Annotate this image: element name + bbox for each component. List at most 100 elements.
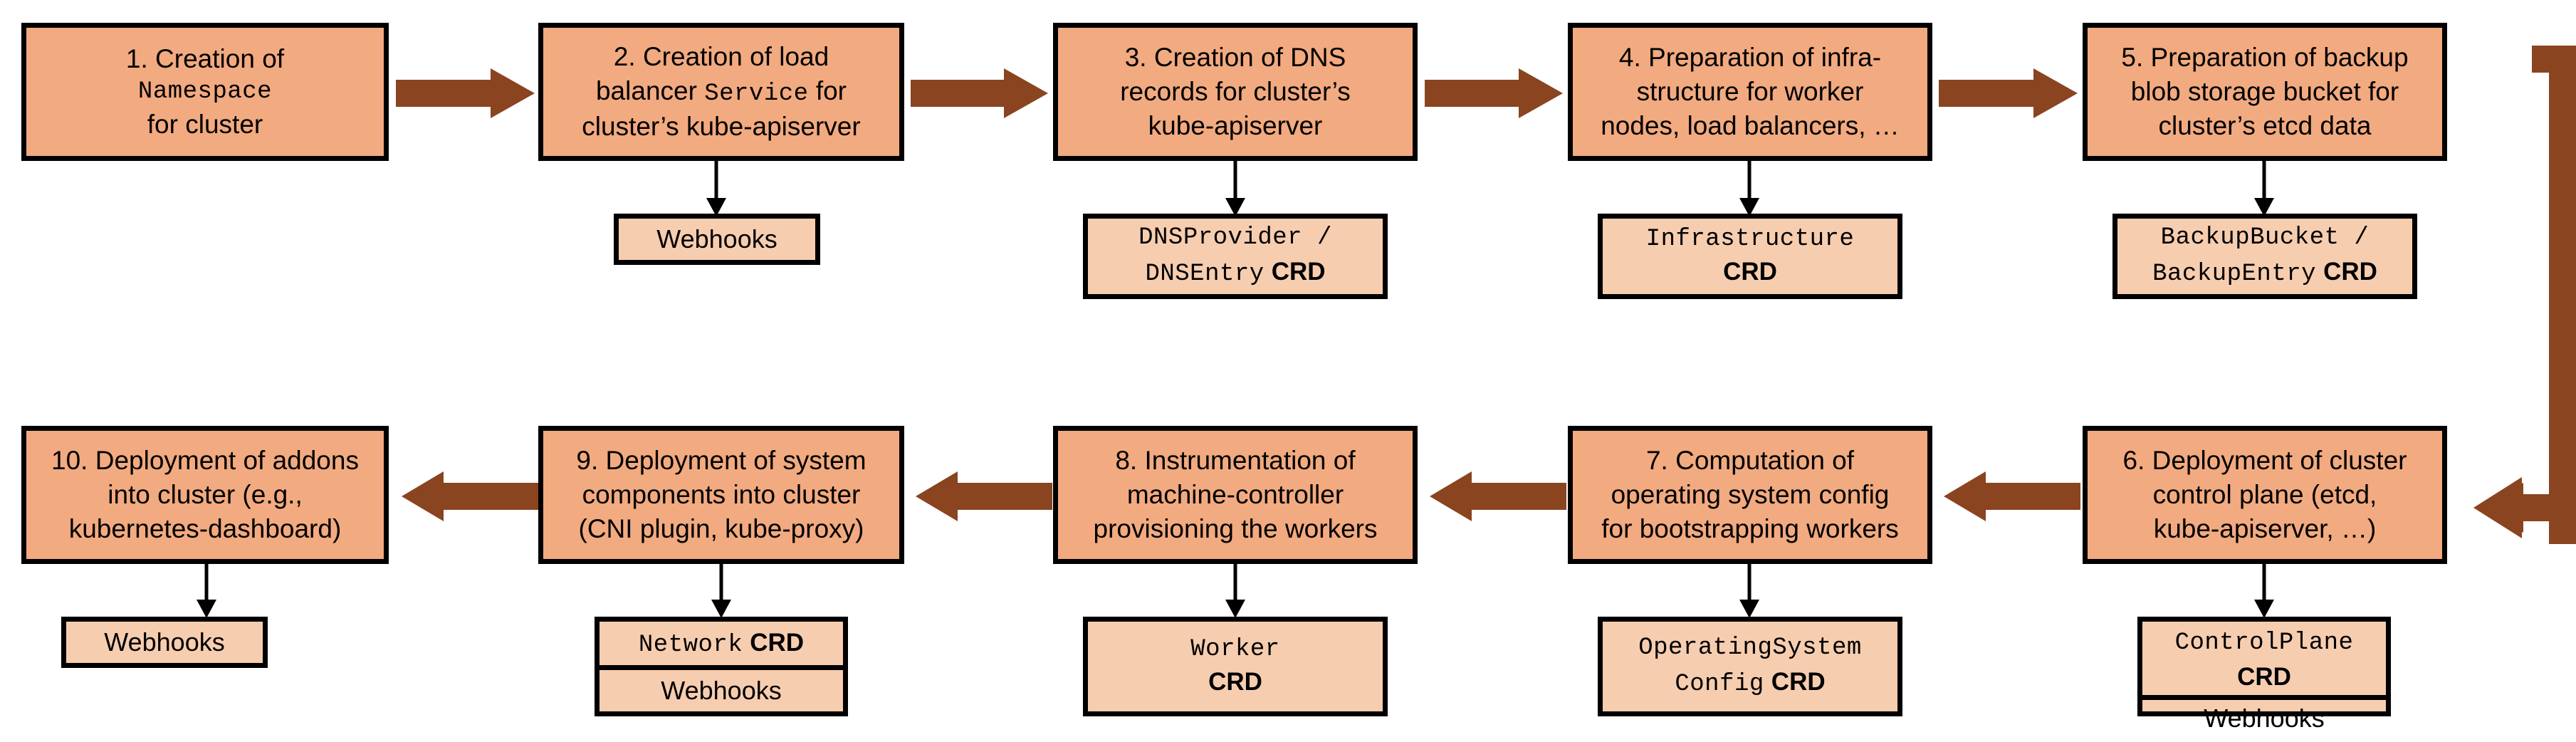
step-1-line-2-namespace: Namespace — [137, 78, 273, 105]
resource-row-network-crd: Network CRD — [600, 622, 843, 665]
resource-row-controlplane-crd: ControlPlane CRD — [2142, 622, 2386, 695]
connector-step3-to-dns-crd — [1225, 161, 1245, 216]
step-2-line-3: cluster’s kube-apiserver — [582, 112, 861, 142]
crd-label-4: CRD — [1723, 258, 1777, 286]
webhooks-label-10: Webhooks — [104, 627, 225, 657]
resource-box-step3[interactable]: DNSProvider / DNSEntry CRD — [1083, 214, 1388, 299]
connector-step7-to-osc-crd — [1739, 563, 1759, 618]
crd-label-5: CRD — [2323, 258, 2377, 286]
resource-row-dns-crd: DNSProvider / DNSEntry CRD — [1088, 219, 1383, 294]
resource-box-step4[interactable]: Infrastructure CRD — [1598, 214, 1902, 299]
step-box-10[interactable]: 10. Deployment of addons into cluster (e… — [21, 426, 389, 564]
step-7-line-2: operating system config — [1611, 479, 1890, 509]
resource-box-step2[interactable]: Webhooks — [614, 214, 820, 265]
resource-box-step6[interactable]: ControlPlane CRD Webhooks — [2137, 617, 2391, 733]
connector-step8-to-worker-crd — [1225, 563, 1245, 618]
step-4-line-2: structure for worker — [1636, 76, 1864, 106]
step-1-line-3: for cluster — [147, 110, 263, 140]
step-2-line-2-post: for — [815, 75, 847, 105]
backupentry-label: BackupEntry — [2152, 261, 2317, 288]
step-6-line-2: control plane (etcd, — [2152, 479, 2377, 509]
step-9-line-3: (CNI plugin, kube-proxy) — [578, 514, 864, 544]
osc-config-line: Config CRD — [1675, 664, 1825, 701]
step-box-6[interactable]: 6. Deployment of cluster control plane (… — [2083, 426, 2447, 564]
resource-box-step8[interactable]: Worker CRD — [1083, 617, 1388, 716]
step-box-4[interactable]: 4. Preparation of infra- structure for w… — [1568, 23, 1932, 161]
resource-row-infrastructure-crd: Infrastructure CRD — [1603, 219, 1897, 294]
step-10-line-1: 10. Deployment of addons — [51, 445, 359, 475]
flow-arrow-2-to-3 — [911, 68, 1048, 118]
crd-label-3: CRD — [1271, 258, 1326, 286]
step-4-line-1: 4. Preparation of infra- — [1618, 42, 1882, 72]
resource-box-step9[interactable]: Network CRD Webhooks — [595, 617, 848, 716]
step-2-line-2-pre: balancer — [595, 75, 697, 105]
flow-arrow-9-to-10 — [402, 471, 538, 521]
connector-step4-to-infrastructure-crd — [1739, 161, 1759, 216]
step-2-line-2: balancer Service for — [596, 74, 847, 110]
resource-box-step5[interactable]: BackupBucket / BackupEntry CRD — [2112, 214, 2417, 299]
operatingsystem-label: OperatingSystem — [1638, 634, 1862, 662]
step-5-line-3: cluster’s etcd data — [2158, 111, 2372, 141]
step-6-line-3: kube-apiserver, …) — [2153, 514, 2377, 544]
step-5-line-1: 5. Preparation of backup — [2121, 42, 2409, 72]
step-box-8[interactable]: 8. Instrumentation of machine-controller… — [1053, 426, 1418, 564]
step-9-line-1: 9. Deployment of system — [576, 445, 866, 475]
step-9-line-2: components into cluster — [582, 479, 861, 509]
step-6-line-1: 6. Deployment of cluster — [2122, 445, 2407, 475]
resource-row-backup-crd: BackupBucket / BackupEntry CRD — [2117, 219, 2412, 294]
resource-row-webhooks-9: Webhooks — [600, 665, 843, 711]
connector-step9-to-network-crd — [711, 563, 731, 618]
step-8-line-2: machine-controller — [1126, 479, 1344, 509]
step-8-line-3: provisioning the workers — [1093, 514, 1378, 544]
controlplane-line: ControlPlane CRD — [2147, 623, 2382, 694]
infrastructure-label: Infrastructure — [1645, 226, 1855, 254]
flow-arrow-4-to-5 — [1939, 68, 2078, 118]
resource-row-webhooks-6: Webhooks — [2142, 695, 2386, 737]
flow-arrow-7-to-8 — [1430, 471, 1566, 521]
step-2-line-2-service: Service — [704, 80, 809, 108]
crd-label-6: CRD — [2237, 662, 2291, 691]
flow-arrow-8-to-9 — [916, 471, 1052, 521]
resource-box-step7[interactable]: OperatingSystem Config CRD — [1598, 617, 1902, 716]
flow-arrow-6-to-7 — [1944, 471, 2080, 521]
crd-label-8: CRD — [1208, 668, 1262, 696]
resource-row-webhooks-10: Webhooks — [66, 622, 263, 663]
connector-step5-to-backup-crd — [2254, 161, 2274, 216]
step-box-7[interactable]: 7. Computation of operating system confi… — [1568, 426, 1932, 564]
worker-label: Worker — [1190, 636, 1280, 664]
crd-label-7: CRD — [1771, 668, 1826, 696]
step-box-1[interactable]: 1. Creation of Namespace for cluster — [21, 23, 389, 161]
step-box-9[interactable]: 9. Deployment of system components into … — [538, 426, 904, 564]
resource-row-osc-crd: OperatingSystem Config CRD — [1603, 622, 1897, 711]
backupentry-line: BackupEntry CRD — [2152, 254, 2377, 291]
step-box-2[interactable]: 2. Creation of load balancer Service for… — [538, 23, 904, 161]
step-box-5[interactable]: 5. Preparation of backup blob storage bu… — [2083, 23, 2447, 161]
step-3-line-3: kube-apiserver — [1148, 111, 1323, 141]
network-label: Network — [638, 632, 743, 659]
flow-arrow-1-to-2 — [396, 68, 535, 118]
step-3-line-2: records for cluster’s — [1120, 76, 1351, 106]
step-1-line-1: 1. Creation of — [125, 43, 285, 73]
dnsentry-line: DNSEntry CRD — [1145, 254, 1325, 291]
network-line: Network CRD — [639, 625, 804, 662]
resource-row-webhooks-2: Webhooks — [619, 219, 815, 260]
step-10-line-2: into cluster (e.g., — [108, 479, 303, 509]
connector-step10-to-webhooks — [197, 563, 216, 618]
flow-arrow-5-to-6-wraparound — [2473, 46, 2576, 544]
webhooks-label-9: Webhooks — [661, 676, 782, 706]
step-5-line-2: blob storage bucket for — [2130, 76, 2399, 106]
flow-arrow-3-to-4 — [1425, 68, 1563, 118]
step-box-3[interactable]: 3. Creation of DNS records for cluster’s… — [1053, 23, 1418, 161]
resource-box-step10[interactable]: Webhooks — [61, 617, 268, 668]
step-7-line-3: for bootstrapping workers — [1601, 514, 1899, 544]
step-3-line-1: 3. Creation of DNS — [1124, 42, 1346, 72]
webhooks-label-6: Webhooks — [2204, 704, 2325, 733]
connector-step6-to-controlplane-crd — [2254, 563, 2274, 618]
controlplane-label: ControlPlane — [2174, 629, 2354, 657]
config-label: Config — [1675, 671, 1764, 698]
resource-row-worker-crd: Worker CRD — [1088, 622, 1383, 711]
step-2-line-1: 2. Creation of load — [613, 41, 829, 71]
crd-label-9: CRD — [750, 629, 805, 657]
webhooks-label-2: Webhooks — [656, 224, 777, 254]
